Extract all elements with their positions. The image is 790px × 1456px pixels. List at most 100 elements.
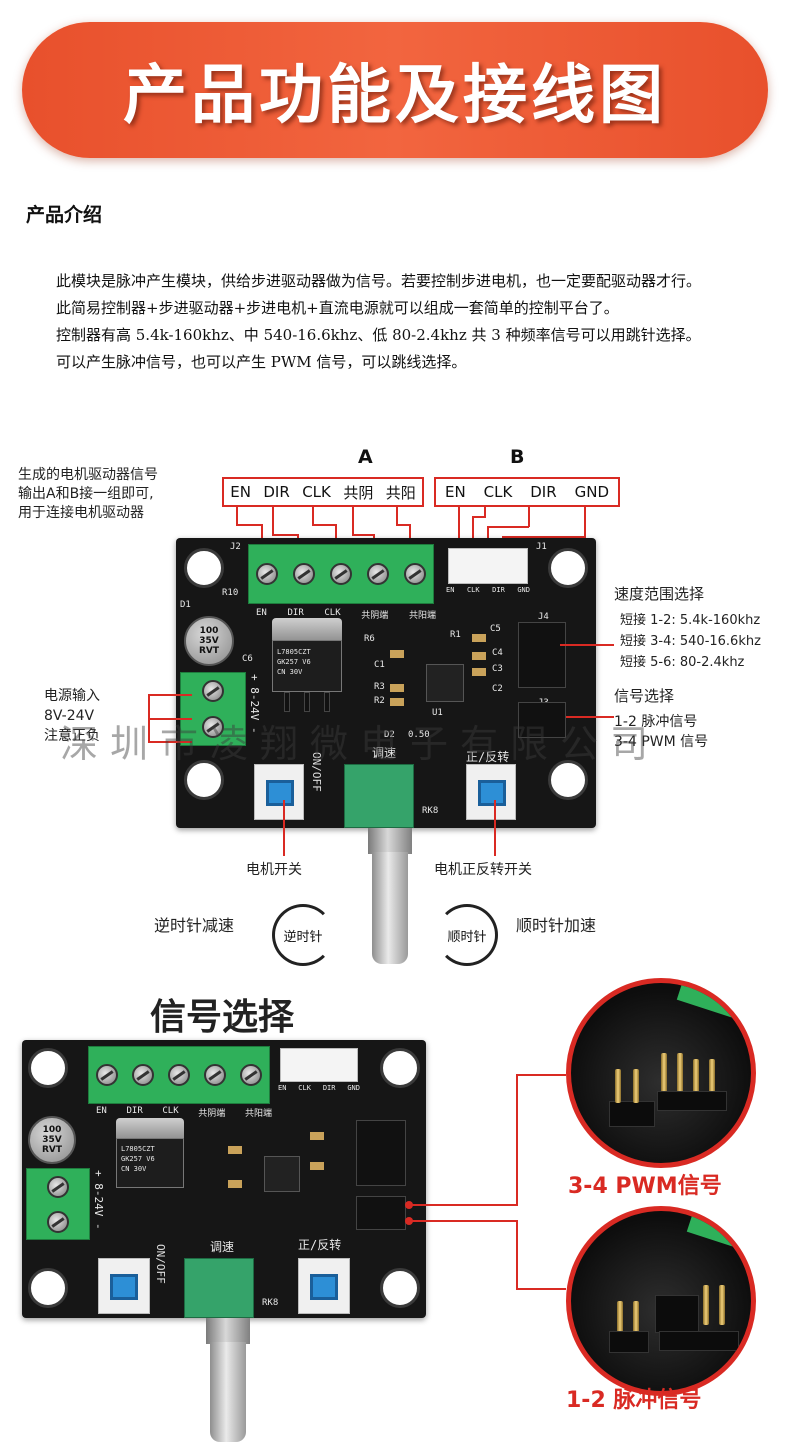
mounting-hole — [184, 760, 224, 800]
silk-label: CLK — [298, 1084, 311, 1092]
signal-select-list: 1-2 脉冲信号 3-4 PWM 信号 — [614, 712, 708, 752]
zoom-terminal — [676, 983, 751, 1025]
leader-line — [396, 507, 398, 525]
regulator-label: CN 30V — [121, 1165, 147, 1173]
leader-line — [584, 507, 586, 537]
silk-label: 共阴端 — [361, 611, 389, 621]
silk-label: EN — [446, 586, 455, 594]
mounting-hole — [380, 1268, 420, 1308]
zoom-jumper-block — [609, 1101, 655, 1127]
pwm-signal-label: 3-4 PWM信号 — [568, 1174, 722, 1199]
zoom-header-base — [659, 1331, 739, 1351]
power-callout-line: 注意正负 — [44, 728, 100, 744]
speed-potentiometer[interactable] — [344, 764, 414, 828]
leader-line — [272, 534, 298, 536]
smd-component — [472, 652, 486, 660]
output-connector-b[interactable] — [448, 548, 528, 584]
zoom-pin — [703, 1285, 709, 1325]
direction-switch-base — [466, 764, 516, 820]
cw-arrow-icon: 顺时针 — [436, 904, 498, 966]
screw-icon — [293, 563, 316, 585]
speed-range-item: 短接 1-2: 5.4k-160khz — [620, 613, 761, 628]
leader-line — [472, 516, 474, 555]
smd-component — [472, 634, 486, 642]
silk-ref: J4 — [538, 612, 549, 622]
leader-line — [283, 800, 285, 856]
connector-silk-labels: EN CLK DIR GND — [278, 1084, 360, 1092]
pin-label: CLK — [302, 483, 331, 501]
pin-marker-dot — [405, 1201, 413, 1209]
leader-line — [502, 536, 586, 538]
speed-jumper-header[interactable] — [356, 1120, 406, 1186]
pin-label: CLK — [483, 483, 513, 501]
silk-ref: R6 — [364, 634, 375, 644]
group-a-pin-box: EN DIR CLK 共阴 共阳 — [222, 477, 424, 507]
silk-label: 共阳端 — [244, 1109, 272, 1119]
cap-label: RVT — [41, 1145, 63, 1155]
cw-text: 顺时针加速 — [516, 916, 597, 935]
leader-line — [236, 524, 262, 526]
zoom-pin — [693, 1059, 699, 1099]
terminal-silk-labels: EN DIR CLK 共阴端 共阳端 — [256, 608, 436, 621]
leader-line — [528, 507, 530, 527]
pin-label: DIR — [263, 483, 290, 501]
screw-icon — [329, 563, 352, 585]
group-b-letter: B — [510, 446, 525, 468]
motor-switch-label: 电机开关 — [246, 862, 302, 878]
output-connector-b[interactable] — [280, 1048, 358, 1082]
pin-label: EN — [444, 483, 466, 501]
zoom-pin — [633, 1301, 639, 1337]
leader-line — [236, 507, 238, 525]
signal-jumper-header[interactable] — [356, 1196, 406, 1230]
leader-line — [516, 1220, 518, 1290]
silk-label: CLK — [324, 608, 341, 618]
leader-line — [312, 524, 336, 526]
speed-range-title: 速度范围选择 — [614, 585, 705, 603]
pot-nut — [206, 1318, 250, 1344]
leader-line — [148, 718, 192, 720]
leader-line — [516, 1288, 566, 1290]
direction-switch-button[interactable] — [478, 780, 506, 806]
power-terminal-block[interactable] — [26, 1168, 90, 1240]
output-terminal-block[interactable] — [248, 544, 434, 604]
speed-jumper-header[interactable] — [518, 622, 566, 688]
ccw-circle-label: 逆时针 — [283, 929, 323, 945]
speed-range-item: 短接 3-4: 540-16.6khz — [620, 634, 761, 649]
rkb-silk: RK8 — [422, 806, 439, 816]
mounting-hole — [380, 1048, 420, 1088]
pot-shaft[interactable] — [372, 852, 408, 964]
pwm-jumper-zoom — [566, 978, 756, 1168]
electrolytic-capacitor: 100 35V RVT — [184, 616, 234, 666]
power-switch-button[interactable] — [110, 1274, 138, 1300]
regulator-label: GK257 V6 — [277, 658, 311, 666]
power-switch-button[interactable] — [266, 780, 294, 806]
power-input-callout: 电源输入 8V-24V 注意正负 — [44, 686, 100, 746]
ccw-text: 逆时针减速 — [154, 916, 235, 935]
voltage-regulator: L7805CZT GK257 V6 CN 30V — [272, 640, 342, 692]
silk-label: DIR — [322, 1084, 336, 1092]
silk-ref: U1 — [432, 708, 443, 718]
silk-ref: R10 — [222, 588, 239, 598]
signal-jumper-header[interactable] — [518, 702, 566, 738]
leader-line — [272, 507, 274, 535]
pin-label: GND — [574, 483, 610, 501]
mounting-hole — [28, 1268, 68, 1308]
pot-shaft[interactable] — [210, 1342, 246, 1442]
connector-silk-labels: EN CLK DIR GND — [446, 586, 530, 594]
direction-switch-label: 电机正反转开关 — [434, 862, 532, 878]
leader-line — [484, 507, 486, 517]
group-b-pin-box: EN CLK DIR GND — [434, 477, 620, 507]
silk-ref: C4 — [492, 648, 503, 658]
cap-label: 100 — [199, 626, 219, 636]
output-terminal-block[interactable] — [88, 1046, 270, 1104]
leader-line — [410, 1204, 518, 1206]
power-silk: + 8-24V - — [92, 1170, 105, 1230]
direction-switch-button[interactable] — [310, 1274, 338, 1300]
leader-line — [396, 524, 410, 526]
pin-label: 共阳 — [385, 483, 416, 502]
zoom-header-base — [657, 1091, 727, 1111]
speed-range-list: 短接 1-2: 5.4k-160khz 短接 3-4: 540-16.6khz … — [620, 610, 761, 673]
power-terminal-block[interactable] — [180, 672, 246, 746]
speed-potentiometer[interactable] — [184, 1258, 254, 1318]
title-banner: 产品功能及接线图 — [22, 22, 768, 158]
